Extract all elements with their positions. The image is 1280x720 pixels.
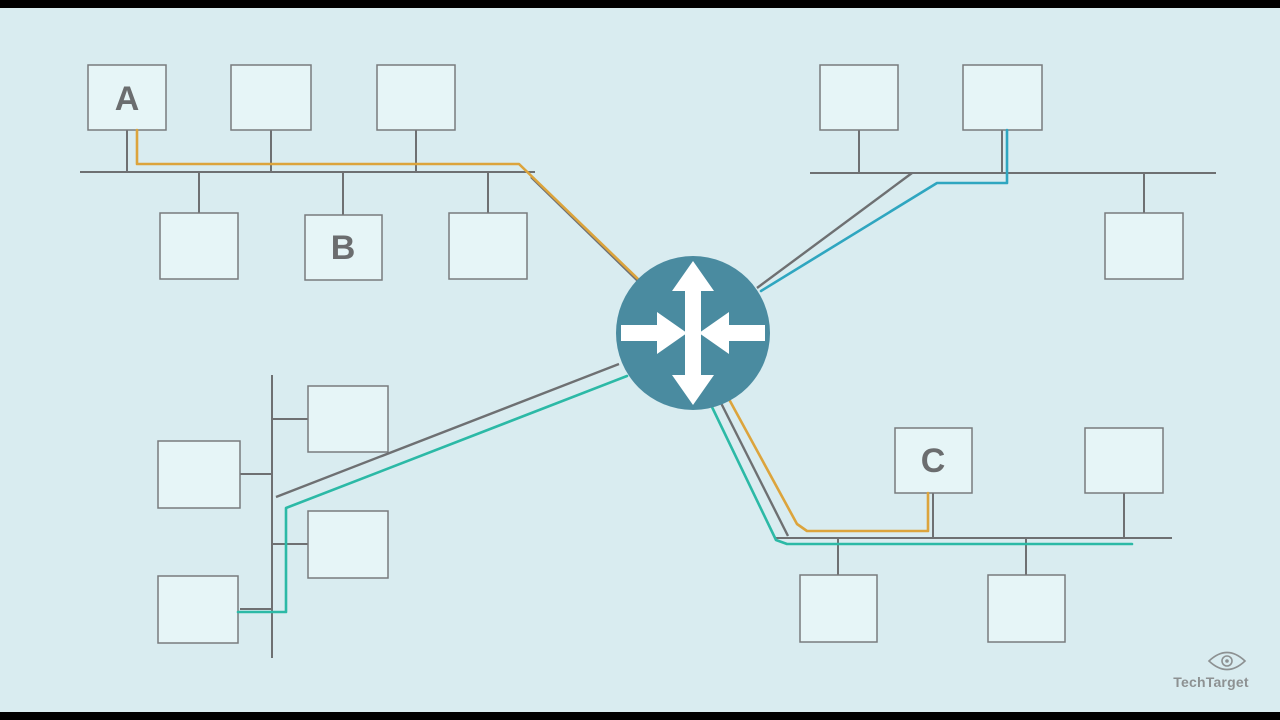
node-box [307,510,389,579]
node-a-box [87,64,167,131]
node-box [987,574,1066,643]
traffic-routes [135,128,1134,614]
route-teal-bottom-left [236,374,629,614]
logo-brand-text: TechTarget [1173,674,1249,690]
letterbox-top [0,0,1280,8]
node-box [159,212,239,280]
letterbox-bottom [0,712,1280,720]
uplink-bottom-left [275,362,620,499]
techtarget-logo: TechTarget [1173,651,1249,690]
node-box [448,212,528,280]
segment-bottom-right: C [775,427,1172,643]
node-box [307,385,389,453]
uplink-bottom-right [719,402,790,537]
router-icon [616,256,770,410]
node-box [1084,427,1164,494]
node-a-label: A [115,80,140,118]
node-box [819,64,899,131]
node-c-box [894,427,973,494]
node-box [799,574,878,643]
router-arrow-left [699,312,765,354]
node-b-box [304,214,383,281]
node-box [1104,212,1184,280]
uplink-top-right [756,172,913,289]
segment-bottom-left [157,375,389,658]
route-orange-to-node-c [728,399,930,533]
node-c-label: C [921,442,946,480]
route-cyan-top-right [759,128,1009,293]
node-box [157,575,239,644]
node-box [962,64,1043,131]
logo-eye-iris [1221,655,1233,667]
node-b-label: B [331,229,356,267]
logo-eye-icon [1207,651,1247,671]
router-arrow-down [672,324,714,405]
segment-top-left: A B [80,64,535,281]
node-box [376,64,456,131]
node-box [230,64,312,131]
router-arrow-right [621,312,687,354]
router-arrow-up [672,261,714,342]
logo-eye-pupil [1225,659,1229,663]
segment-top-right [810,64,1216,280]
route-orange-from-node-a [135,128,640,281]
route-teal-bottom-right [710,405,1134,546]
node-box [157,440,241,509]
